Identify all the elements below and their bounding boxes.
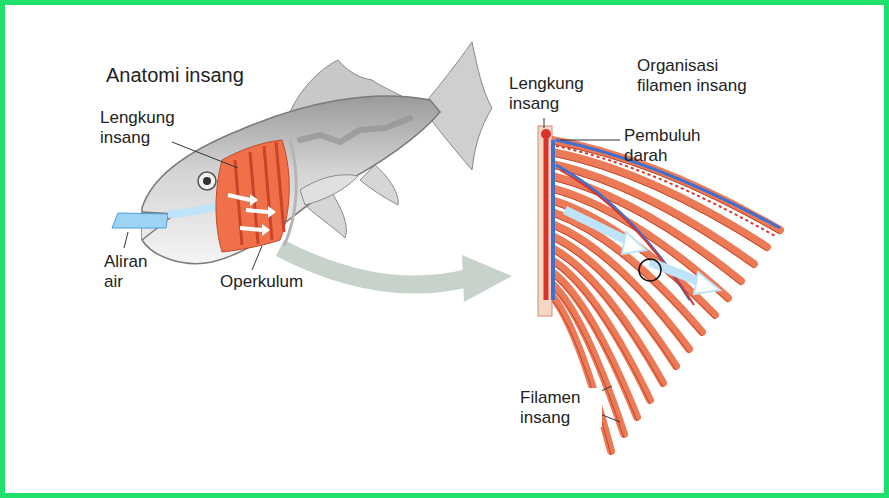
vein bbox=[551, 140, 555, 300]
leader-line bbox=[172, 142, 238, 168]
gill-region bbox=[216, 140, 289, 252]
leader-line bbox=[124, 232, 128, 248]
water-flow-inside bbox=[168, 205, 220, 214]
artery bbox=[544, 134, 549, 300]
part-label: Pembuluh darah bbox=[624, 126, 719, 165]
filament-vein bbox=[556, 140, 780, 228]
filament-vessel bbox=[556, 165, 690, 300]
eye bbox=[198, 172, 216, 190]
detail-circle bbox=[639, 259, 661, 281]
part-label: Filamen insang bbox=[518, 388, 602, 427]
part-label: Aliran air bbox=[104, 252, 164, 291]
figure-heading: Organisasi filamen insang bbox=[637, 56, 765, 95]
pectoral-fin bbox=[300, 175, 358, 205]
curved-arrow bbox=[280, 248, 468, 285]
leader-line bbox=[544, 118, 545, 128]
part-label: Lengkung insang bbox=[509, 74, 604, 113]
leader-line bbox=[252, 246, 262, 270]
figure-heading: Anatomi insang bbox=[106, 64, 244, 87]
water-arrow bbox=[565, 210, 630, 242]
operculum-edge bbox=[284, 140, 296, 246]
part-label: Lengkung insang bbox=[100, 108, 195, 147]
arrow-head bbox=[462, 255, 512, 302]
gill-arch bbox=[538, 126, 552, 316]
lateral-stripe bbox=[300, 118, 410, 142]
fish-body bbox=[142, 96, 440, 264]
water-flow bbox=[112, 213, 168, 228]
pupil bbox=[203, 177, 211, 185]
filament-vessel bbox=[560, 170, 694, 305]
part-label: Operkulum bbox=[220, 272, 303, 292]
leader-line bbox=[560, 140, 620, 141]
